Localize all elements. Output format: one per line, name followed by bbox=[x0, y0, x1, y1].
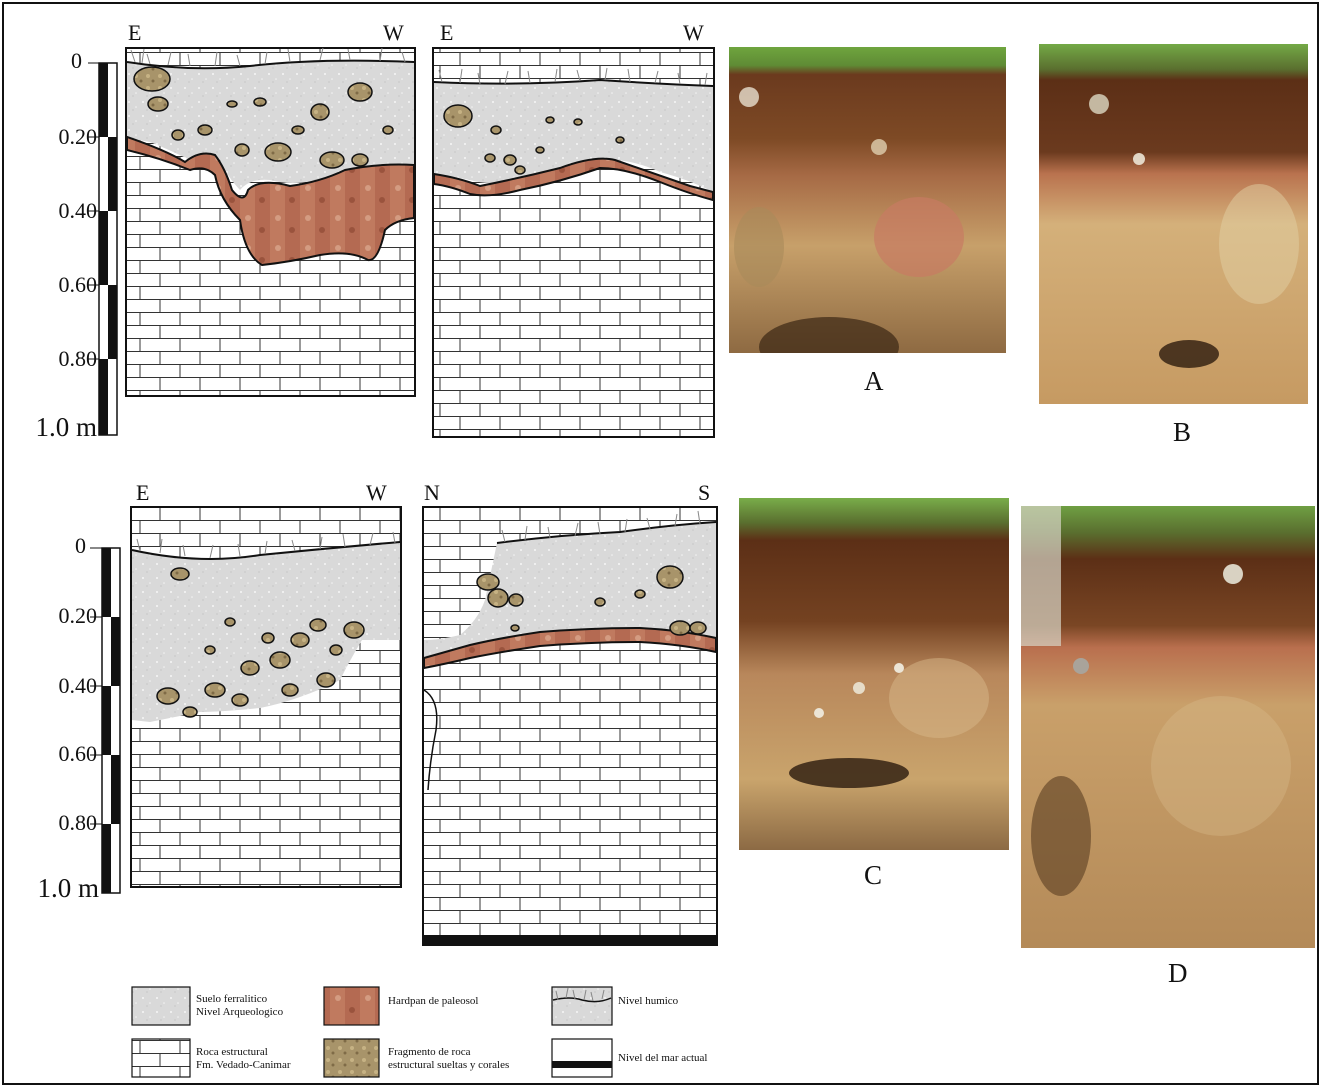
grass-tufts bbox=[136, 531, 396, 559]
legend-label: Roca estructural bbox=[196, 1046, 268, 1058]
scale-tick-label: 0 bbox=[71, 48, 82, 73]
field-photo-b bbox=[1039, 44, 1308, 404]
hardpan-layer bbox=[423, 626, 717, 670]
scale-tick-label: 0.20 bbox=[59, 603, 98, 628]
scale-tick-label: 0.80 bbox=[59, 346, 98, 371]
legend-item-suelo: Suelo ferralitico Nivel Arqueologico bbox=[131, 986, 284, 1026]
soil-layer bbox=[424, 522, 716, 658]
legend-item-fragmento: Fragmento de roca estructural sueltas y … bbox=[323, 1038, 509, 1078]
profile-panel-4: N S bbox=[422, 480, 718, 946]
scale-end-label: 1.0 m bbox=[35, 412, 97, 442]
humic-line bbox=[131, 541, 401, 560]
legend-swatch-soil bbox=[131, 986, 191, 1026]
photo-a-texture bbox=[734, 87, 964, 353]
profile-panel-3: E W bbox=[130, 280, 402, 888]
rock-fragments bbox=[156, 567, 365, 718]
humic-line bbox=[433, 78, 714, 87]
profile-panel-2: E W bbox=[432, 20, 715, 438]
hardpan-layer bbox=[433, 157, 714, 202]
legend-item-humico: Nivel humico bbox=[551, 986, 679, 1026]
legend-swatch-limestone bbox=[131, 1038, 191, 1078]
photo-d-texture bbox=[1021, 506, 1291, 896]
profile-panel-1: E W bbox=[125, 20, 416, 397]
humic-line bbox=[126, 59, 415, 70]
scale-segment bbox=[99, 63, 108, 137]
soil-layer bbox=[132, 280, 400, 722]
orientation-left: E bbox=[136, 480, 149, 505]
legend-label: Nivel humico bbox=[618, 995, 679, 1007]
field-photo-d bbox=[1021, 506, 1315, 948]
legend-label: Suelo ferralitico bbox=[196, 993, 268, 1005]
orientation-right: W bbox=[366, 480, 387, 505]
depth-scale-top: 0 0.20 0.40 0.60 0.80 1.0 m bbox=[35, 48, 118, 442]
scale-segment bbox=[111, 617, 120, 686]
scale-tick-label: 0.40 bbox=[59, 198, 98, 223]
scale-segment bbox=[102, 686, 111, 755]
scale-segment bbox=[99, 359, 108, 435]
scale-tick-label: 0.80 bbox=[59, 810, 98, 835]
legend-label: Nivel del mar actual bbox=[618, 1052, 708, 1064]
grass-tufts bbox=[130, 47, 406, 67]
legend-label: estructural sueltas y corales bbox=[388, 1059, 509, 1071]
scale-end-label: 1.0 m bbox=[37, 873, 99, 903]
scale-tick-label: 0.40 bbox=[59, 673, 98, 698]
legend-label: Fm. Vedado-Canimar bbox=[196, 1059, 291, 1071]
legend-label: Nivel Arqueologico bbox=[196, 1006, 284, 1018]
orientation-right: W bbox=[383, 20, 404, 45]
scale-tick-label: 0.60 bbox=[59, 272, 98, 297]
legend-label: Hardpan de paleosol bbox=[388, 995, 478, 1007]
sea-level-bar bbox=[423, 935, 717, 945]
field-photo-a bbox=[729, 47, 1006, 353]
grass-tufts bbox=[501, 510, 701, 543]
scale-segment bbox=[108, 137, 117, 211]
legend: Suelo ferralitico Nivel Arqueologico Har… bbox=[131, 986, 708, 1078]
photo-label-b: B bbox=[1173, 417, 1192, 447]
rock-fragments bbox=[133, 66, 394, 169]
rock-fragments bbox=[443, 104, 625, 175]
grass-tufts bbox=[438, 67, 708, 86]
legend-item-mar: Nivel del mar actual bbox=[551, 1038, 708, 1078]
rock-fragments bbox=[476, 565, 707, 636]
legend-humic-line bbox=[552, 997, 612, 1003]
humic-line bbox=[496, 521, 717, 544]
scale-tick-label: 0.20 bbox=[59, 124, 98, 149]
scale-segment bbox=[102, 548, 111, 617]
legend-swatch-humic bbox=[551, 986, 613, 1026]
scale-tick-label: 0.60 bbox=[59, 741, 98, 766]
depth-scale-bottom: 0 0.20 0.40 0.60 0.80 1.0 m bbox=[37, 533, 121, 903]
scale-segment bbox=[102, 824, 111, 893]
legend-swatch-hardpan bbox=[323, 986, 380, 1026]
legend-swatch-fragments bbox=[323, 1038, 380, 1078]
orientation-left: E bbox=[128, 20, 141, 45]
legend-label: Fragmento de roca bbox=[388, 1046, 471, 1058]
photo-b-texture bbox=[1089, 94, 1299, 368]
orientation-right: W bbox=[683, 20, 704, 45]
photo-label-d: D bbox=[1168, 958, 1188, 988]
scale-tick-label: 0 bbox=[75, 533, 86, 558]
photo-c-texture bbox=[789, 658, 989, 788]
photo-label-a: A bbox=[864, 366, 884, 396]
scale-segment bbox=[108, 285, 117, 359]
orientation-right: S bbox=[698, 480, 710, 505]
legend-item-hardpan: Hardpan de paleosol bbox=[323, 986, 478, 1026]
photo-label-c: C bbox=[864, 860, 883, 890]
orientation-left: E bbox=[440, 20, 453, 45]
legend-swatch-sea-level bbox=[551, 1038, 613, 1078]
legend-item-roca: Roca estructural Fm. Vedado-Canimar bbox=[131, 1038, 291, 1078]
fracture-line bbox=[423, 689, 438, 791]
scale-segment bbox=[99, 211, 108, 285]
hardpan-layer bbox=[126, 135, 415, 267]
soil-layer bbox=[434, 80, 713, 192]
orientation-left: N bbox=[424, 480, 440, 505]
scale-segment bbox=[111, 755, 120, 824]
field-photo-c bbox=[739, 498, 1009, 850]
